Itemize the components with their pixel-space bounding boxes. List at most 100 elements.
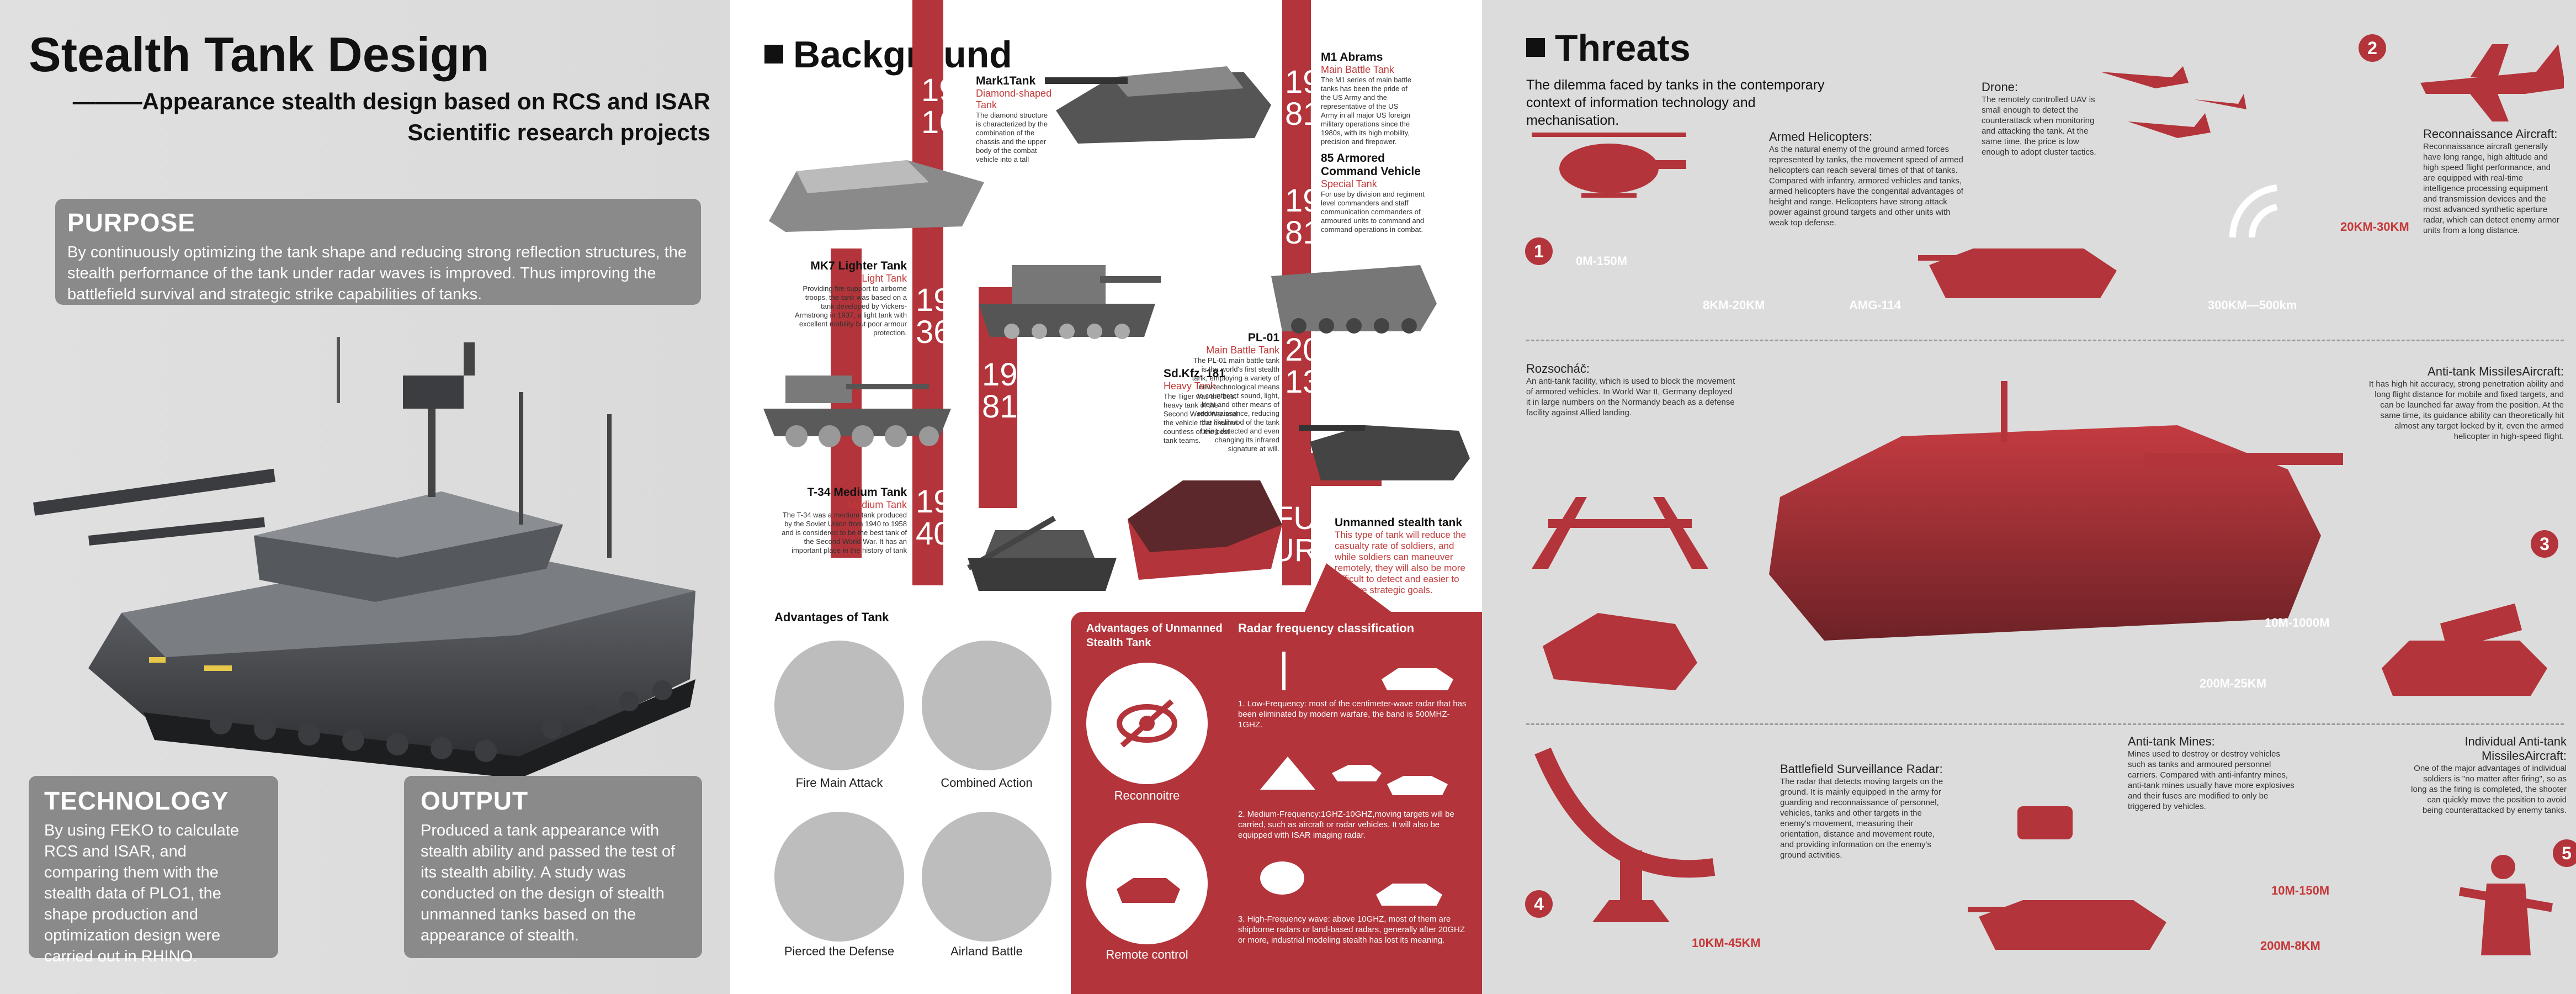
tank-type: Diamond-shaped Tank [976, 88, 1052, 110]
threat-heading: Anti-tank MissilesAircraft: [2428, 364, 2564, 378]
technology-title: TECHNOLOGY [44, 786, 229, 815]
threat-heading: Battlefield Surveillance Radar: [1780, 762, 1943, 776]
tank-desc: The Tiger was the best heavy tank of the… [1164, 392, 1238, 445]
threat-desc: One of the major advantages of individua… [2411, 764, 2567, 815]
square-bullet-icon [1526, 38, 1545, 57]
tank-name: Unmanned stealth tank [1335, 516, 1463, 529]
threat-heading: Reconnaissance Aircraft: [2423, 127, 2558, 141]
distance-label: 200M-25KM [2200, 676, 2267, 690]
eye-slash-icon [1117, 699, 1177, 748]
tank-breaking-obstacle-silhouette [1543, 613, 1697, 690]
tank-name: M1 Abrams [1321, 51, 1383, 64]
threat-number-5: 5 [2553, 839, 2576, 867]
pierced-defense-icon [774, 812, 904, 942]
threat-desc: The radar that detects moving targets on… [1780, 777, 1943, 860]
tank-info-mark1: Mark1Tank Diamond-shaped Tank The diamon… [976, 75, 1053, 164]
separator-line [1526, 723, 2564, 725]
threat-heading: Individual Anti-tank MissilesAircraft: [2465, 734, 2567, 763]
unmanned-title: Advantages of Unmanned Stealth Tank [1086, 622, 1223, 649]
distance-label: 300KM—500km [2208, 298, 2297, 312]
distance-label: 10M-150M [2271, 884, 2330, 897]
callout-triangle [1304, 563, 1393, 613]
threat-desc: An anti-tank facility, which is used to … [1526, 377, 1735, 417]
radar-scene-1-icon [1282, 652, 1453, 690]
tiger-tank-photo [979, 265, 1161, 339]
tank-info-pl01: PL-01 Main Battle Tank The PL-01 main ba… [1191, 331, 1279, 453]
tank-info-future: Unmanned stealth tank This type of tank … [1335, 516, 1473, 596]
anti-tank-mine-silhouette [2017, 806, 2073, 839]
square-bullet-icon [764, 45, 783, 64]
distance-label: 10KM-45KM [1692, 936, 1761, 950]
tank-desc: Providing fire support to airborne troop… [794, 284, 907, 337]
tank-name: PL-01 [1247, 331, 1279, 344]
threat-radar-text: Battlefield Surveillance Radar: The rada… [1780, 762, 1946, 860]
output-title: OUTPUT [421, 786, 529, 815]
tank-desc: The T-34 was a medium tank produced by t… [782, 511, 907, 554]
threat-drone-text: Drone: The remotely controlled UAV is sm… [1982, 80, 2103, 157]
tank-type: Main Battle Tank [1321, 64, 1394, 75]
tank-info-85: 85 Armored Command Vehicle Special Tank … [1321, 152, 1431, 234]
threat-number-1: 1 [1525, 237, 1553, 265]
technology-text: By using FEKO to calculate RCS and ISAR,… [44, 822, 239, 965]
tank-name: Sd.Kfz. 181 [1164, 367, 1226, 380]
threat-desc: Reconnaissance aircraft generally have l… [2423, 142, 2559, 235]
distance-label: 20KM-30KM [2340, 220, 2409, 234]
background-title-text: Background [793, 34, 1012, 76]
advantage-label: Airland Battle [950, 944, 1023, 958]
tank-desc: This type of tank will reduce the casual… [1335, 530, 1467, 595]
threat-heading: Drone: [1982, 80, 2019, 94]
m1-abrams-photo [1045, 66, 1271, 144]
tank-info-t34: T-34 Medium Tank Medium Tank The T-34 wa… [780, 486, 907, 555]
tank-desc: For use by division and regiment level c… [1321, 190, 1425, 234]
rozsochac-silhouette [1532, 497, 1708, 569]
tank-type: Heavy Tank [1164, 380, 1215, 392]
advantages-title: Advantages of Tank [774, 610, 889, 624]
airland-battle-icon [922, 812, 1051, 942]
timeline-bar [912, 0, 943, 585]
advantage-label: Fire Main Attack [795, 776, 883, 790]
distance-label: 200M-8KM [2260, 939, 2320, 953]
tank-info-sdkfz181: Sd.Kfz. 181 Heavy Tank The Tiger was the… [1164, 367, 1241, 445]
threat-number-4: 4 [1525, 890, 1553, 918]
tank-type: Light Tank [862, 273, 907, 284]
t34-tank-photo [967, 516, 1117, 591]
drone-silhouettes [2100, 66, 2246, 138]
threat-helicopter-text: Armed Helicopters: As the natural enemy … [1769, 130, 1968, 228]
threats-intro: The dilemma faced by tanks in the contem… [1526, 77, 1825, 128]
purpose-box: PURPOSE By continuously optimizing the t… [55, 199, 701, 305]
main-tank-silhouette [1769, 381, 2343, 641]
tank-info-m1: M1 Abrams Main Battle Tank The M1 series… [1321, 51, 1415, 146]
threat-missile-text: Anti-tank MissilesAircraft: It has high … [2360, 364, 2564, 442]
radar-scene-3-icon [1260, 861, 1442, 906]
tank-name: T-34 Medium Tank [807, 486, 907, 499]
tank-desc: The diamond structure is characterized b… [976, 111, 1048, 163]
threat-mines-text: Anti-tank Mines: Mines used to destroy o… [2128, 734, 2299, 812]
signal-waves-icon [2229, 184, 2278, 238]
threat-heading: Rozsocháč: [1526, 362, 1590, 376]
combined-action-icon [922, 641, 1051, 770]
mk7-tank-photo [763, 376, 951, 447]
radar-scene-2-icon [1260, 757, 1448, 795]
threat-desc: The remotely controlled UAV is small eno… [1982, 95, 2096, 157]
tank-type: Main Battle Tank [1206, 345, 1279, 356]
aircraft-silhouette [2420, 44, 2564, 121]
unmanned-label: Remote control [1106, 948, 1188, 961]
background-title: Background [764, 33, 1012, 76]
unmanned-label: Reconnoitre [1114, 789, 1180, 802]
distance-label: 10M-1000M [2265, 616, 2330, 630]
tank-name: 85 Armored Command Vehicle [1321, 152, 1421, 178]
tank-type: Medium Tank [848, 499, 907, 510]
output-box: OUTPUT Produced a tank appearance with s… [404, 776, 702, 958]
tank-desc: The M1 series of main battle tanks has b… [1321, 76, 1412, 146]
radar-item-3: 3. High-Frequency wave: above 10GHZ, mos… [1238, 914, 1465, 945]
remote-tank-icon [1117, 878, 1180, 903]
radar-item-1: 1. Low-Frequency: most of the centimeter… [1238, 699, 1467, 729]
page-title: Stealth Tank Design [29, 27, 490, 82]
